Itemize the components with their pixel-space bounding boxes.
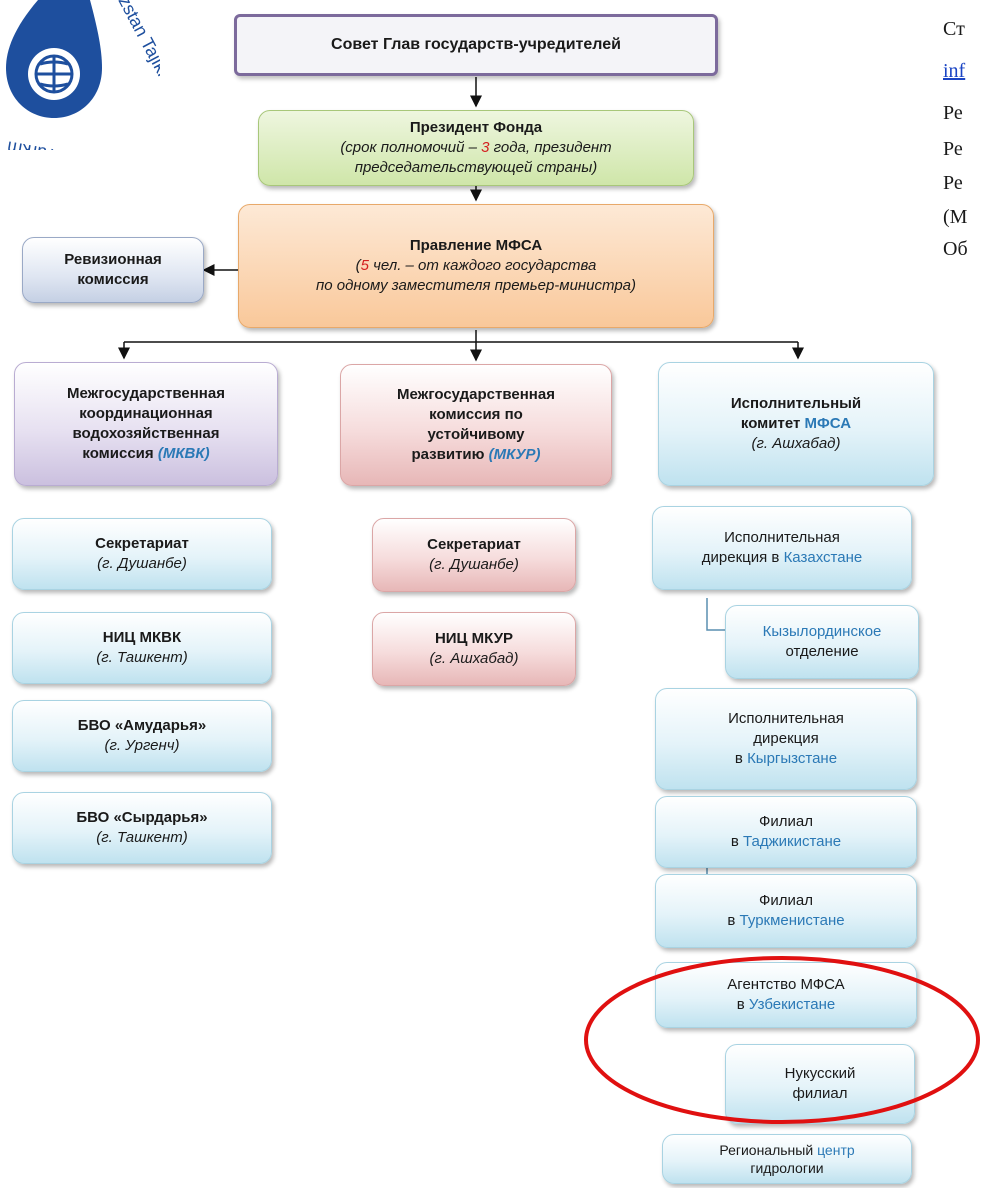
node-mkvk: Межгосударственная координационная водох… (14, 362, 278, 486)
connector-kz-kzl (706, 598, 725, 631)
logo: zstan Tajikistan Turkm (5, 0, 160, 150)
mkur-line3: устойчивому (427, 426, 525, 443)
left-bvo-syr-title: БВО «Сырдарья» (76, 809, 208, 826)
mid-nic-mkur: НИЦ МКУР (г. Ашхабад) (372, 612, 576, 686)
mid-nic-sub: (г. Ашхабад) (429, 650, 519, 667)
side-line-6: (М (943, 206, 968, 228)
ec-line2: комитет МФСА (740, 415, 852, 432)
board-title: Правление МФСА (409, 237, 543, 254)
tm-line1: Филиал (758, 892, 813, 909)
mkvk-line2: координационная (79, 405, 213, 422)
kzl-line1: Кызылординское (762, 623, 882, 640)
side-line-5: Ре (943, 172, 963, 194)
ec-line1: Исполнительный (730, 395, 862, 412)
side-line-3: Ре (943, 102, 963, 124)
node-nukus: Нукусский филиал (725, 1044, 915, 1124)
tj-line1: Филиал (758, 813, 813, 830)
left-bvo-amudarya: БВО «Амударья» (г. Ургенч) (12, 700, 272, 772)
side-line-4: Ре (943, 138, 963, 160)
mkur-line2: комиссия по (429, 406, 523, 423)
kg-line3: в Кыргызстане (734, 750, 838, 767)
node-president: Президент Фонда (срок полномочий – 3 год… (258, 110, 694, 186)
logo-text-bottom: Turkm (5, 137, 58, 150)
mkvk-line1: Межгосударственная (67, 385, 225, 402)
node-kz: Исполнительная дирекция в Казахстане (652, 506, 912, 590)
rch-line1: Региональный центр (719, 1142, 855, 1158)
president-note-1: (срок полномочий – 3 года, президент (340, 139, 612, 156)
side-line-1: Ст (943, 18, 965, 40)
council-label: Совет Глав государств-учредителей (331, 36, 621, 53)
left-bvo-amu-sub: (г. Ургенч) (104, 737, 180, 754)
board-note-1: (5 чел. – от каждого государства (355, 257, 597, 274)
tm-line2: в Туркменистане (727, 912, 845, 929)
nuk-line2: филиал (792, 1085, 848, 1102)
left-nic-title: НИЦ МКВК (102, 629, 182, 646)
node-board: Правление МФСА (5 чел. – от каждого госу… (238, 204, 714, 328)
left-nic-sub: (г. Ташкент) (96, 649, 188, 666)
kz-line2: дирекция в Казахстане (701, 549, 863, 566)
audit-line2: комиссия (77, 271, 149, 288)
mkur-line4: развитию (МКУР) (411, 446, 541, 463)
mkvk-line4: комиссия (МКВК) (82, 445, 210, 462)
node-uz: Агентство МФСА в Узбекистане (655, 962, 917, 1028)
ec-line3: (г. Ашхабад) (751, 435, 841, 452)
node-executive-committee: Исполнительный комитет МФСА (г. Ашхабад) (658, 362, 934, 486)
logo-text-right: zstan Tajikistan (114, 0, 160, 109)
node-audit: Ревизионная комиссия (22, 237, 204, 303)
uz-line1: Агентство МФСА (727, 976, 845, 993)
mid-secretariat: Секретариат (г. Душанбе) (372, 518, 576, 592)
rch-line2: гидрологии (750, 1160, 824, 1176)
left-secretariat: Секретариат (г. Душанбе) (12, 518, 272, 590)
mkvk-line3: водохозяйственная (72, 425, 220, 442)
mid-nic-title: НИЦ МКУР (434, 630, 514, 647)
kg-line2: дирекция (753, 730, 819, 747)
president-title: Президент Фонда (409, 119, 543, 136)
left-secretariat-title: Секретариат (95, 535, 189, 552)
node-tm: Филиал в Туркменистане (655, 874, 917, 948)
uz-line2: в Узбекистане (736, 996, 836, 1013)
president-note-2: председательствующей страны) (354, 159, 598, 176)
kz-line1: Исполнительная (724, 529, 840, 546)
audit-line1: Ревизионная (64, 251, 162, 268)
node-council: Совет Глав государств-учредителей (234, 14, 718, 76)
node-tj: Филиал в Таджикистане (655, 796, 917, 868)
left-secretariat-sub: (г. Душанбе) (97, 555, 187, 572)
left-nic-mkvk: НИЦ МКВК (г. Ташкент) (12, 612, 272, 684)
left-bvo-syrdarya: БВО «Сырдарья» (г. Ташкент) (12, 792, 272, 864)
mid-secretariat-title: Секретариат (427, 536, 521, 553)
node-regional-hydrology: Региональный центр гидрологии (662, 1134, 912, 1184)
kg-line1: Исполнительная (728, 710, 844, 727)
nuk-line1: Нукусский (784, 1065, 856, 1082)
node-kyzylorda: Кызылординское отделение (725, 605, 919, 679)
mkur-line1: Межгосударственная (397, 386, 555, 403)
side-line-7: Об (943, 238, 968, 260)
left-bvo-amu-title: БВО «Амударья» (77, 717, 207, 734)
node-mkur: Межгосударственная комиссия по устойчиво… (340, 364, 612, 486)
kzl-line2: отделение (785, 643, 859, 660)
tj-line2: в Таджикистане (730, 833, 842, 850)
left-bvo-syr-sub: (г. Ташкент) (96, 829, 188, 846)
board-note-2: по одному заместителя премьер-министра) (315, 277, 637, 294)
node-kg: Исполнительная дирекция в Кыргызстане (655, 688, 917, 790)
side-link[interactable]: inf (943, 58, 965, 84)
mid-secretariat-sub: (г. Душанбе) (429, 556, 519, 573)
side-link-text[interactable]: inf (943, 60, 966, 82)
